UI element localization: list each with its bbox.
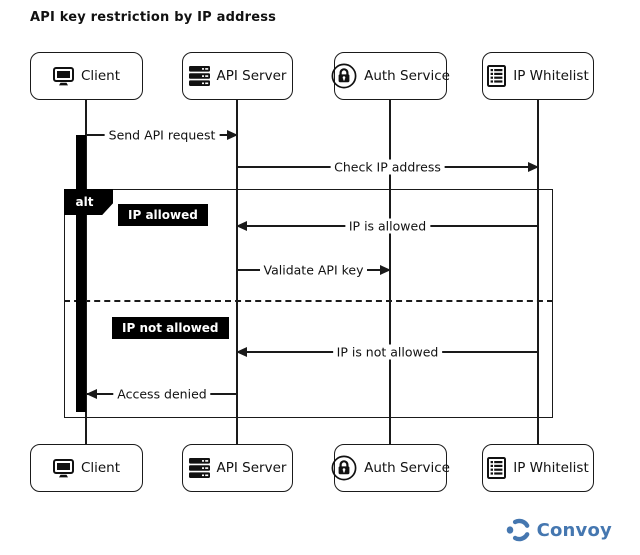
server-icon [188, 458, 210, 478]
participant-label: API Server [216, 460, 287, 476]
alt-branch-label-allowed: IP allowed [118, 204, 208, 226]
message-validate-api-key: Validate API key [237, 262, 391, 278]
convoy-logo-icon [505, 517, 531, 543]
message-label: IP is allowed [344, 218, 431, 234]
alt-fragment-frame [64, 189, 553, 418]
message-label: Check IP address [330, 159, 445, 175]
participant-label: Client [80, 68, 121, 84]
message-check-ip-address: Check IP address [237, 159, 539, 175]
monitor-icon [52, 458, 74, 478]
arrowhead-left-icon [236, 347, 247, 357]
list-icon [487, 457, 507, 479]
arrowhead-left-icon [86, 389, 97, 399]
message-label: IP is not allowed [332, 344, 443, 360]
message-ip-is-allowed: IP is allowed [236, 218, 538, 234]
client-activation-bar [76, 135, 86, 412]
lifeline-client [85, 100, 87, 445]
server-icon [188, 66, 210, 86]
participant-label: Auth Service [364, 68, 450, 84]
alt-fragment-divider [64, 300, 553, 302]
participant-label: Client [80, 460, 121, 476]
arrowhead-right-icon [227, 130, 238, 140]
message-send-api-request: Send API request [87, 127, 238, 143]
lock-icon [331, 455, 357, 481]
message-ip-is-not-allowed: IP is not allowed [236, 344, 538, 360]
brand-name: Convoy [536, 519, 612, 541]
lifeline-ip-whitelist [537, 100, 539, 445]
participant-api-server-bottom: API Server [182, 444, 293, 492]
participant-label: Auth Service [364, 460, 450, 476]
arrowhead-right-icon [380, 265, 391, 275]
list-icon [487, 65, 507, 87]
participant-auth-service-bottom: Auth Service [331, 444, 450, 492]
alt-branch-label-not-allowed: IP not allowed [112, 317, 229, 339]
brand-logo: Convoy [505, 517, 612, 543]
message-label: Validate API key [259, 262, 368, 278]
arrowhead-left-icon [236, 221, 247, 231]
message-label: Access denied [113, 386, 211, 402]
participant-label: API Server [216, 68, 287, 84]
message-label: Send API request [104, 127, 220, 143]
participant-label: IP Whitelist [513, 68, 589, 84]
monitor-icon [52, 66, 74, 86]
message-access-denied: Access denied [86, 386, 237, 402]
diagram-title: API key restriction by IP address [30, 10, 277, 25]
lifeline-api-server [236, 100, 238, 445]
alt-fragment-label: alt [64, 189, 113, 215]
participant-client-top: Client [30, 52, 143, 100]
participant-auth-service-top: Auth Service [331, 52, 450, 100]
participant-api-server-top: API Server [182, 52, 293, 100]
lock-icon [331, 63, 357, 89]
participant-ip-whitelist-bottom: IP Whitelist [482, 444, 594, 492]
participant-label: IP Whitelist [513, 460, 589, 476]
participant-client-bottom: Client [30, 444, 143, 492]
arrowhead-right-icon [528, 162, 539, 172]
participant-ip-whitelist-top: IP Whitelist [482, 52, 594, 100]
